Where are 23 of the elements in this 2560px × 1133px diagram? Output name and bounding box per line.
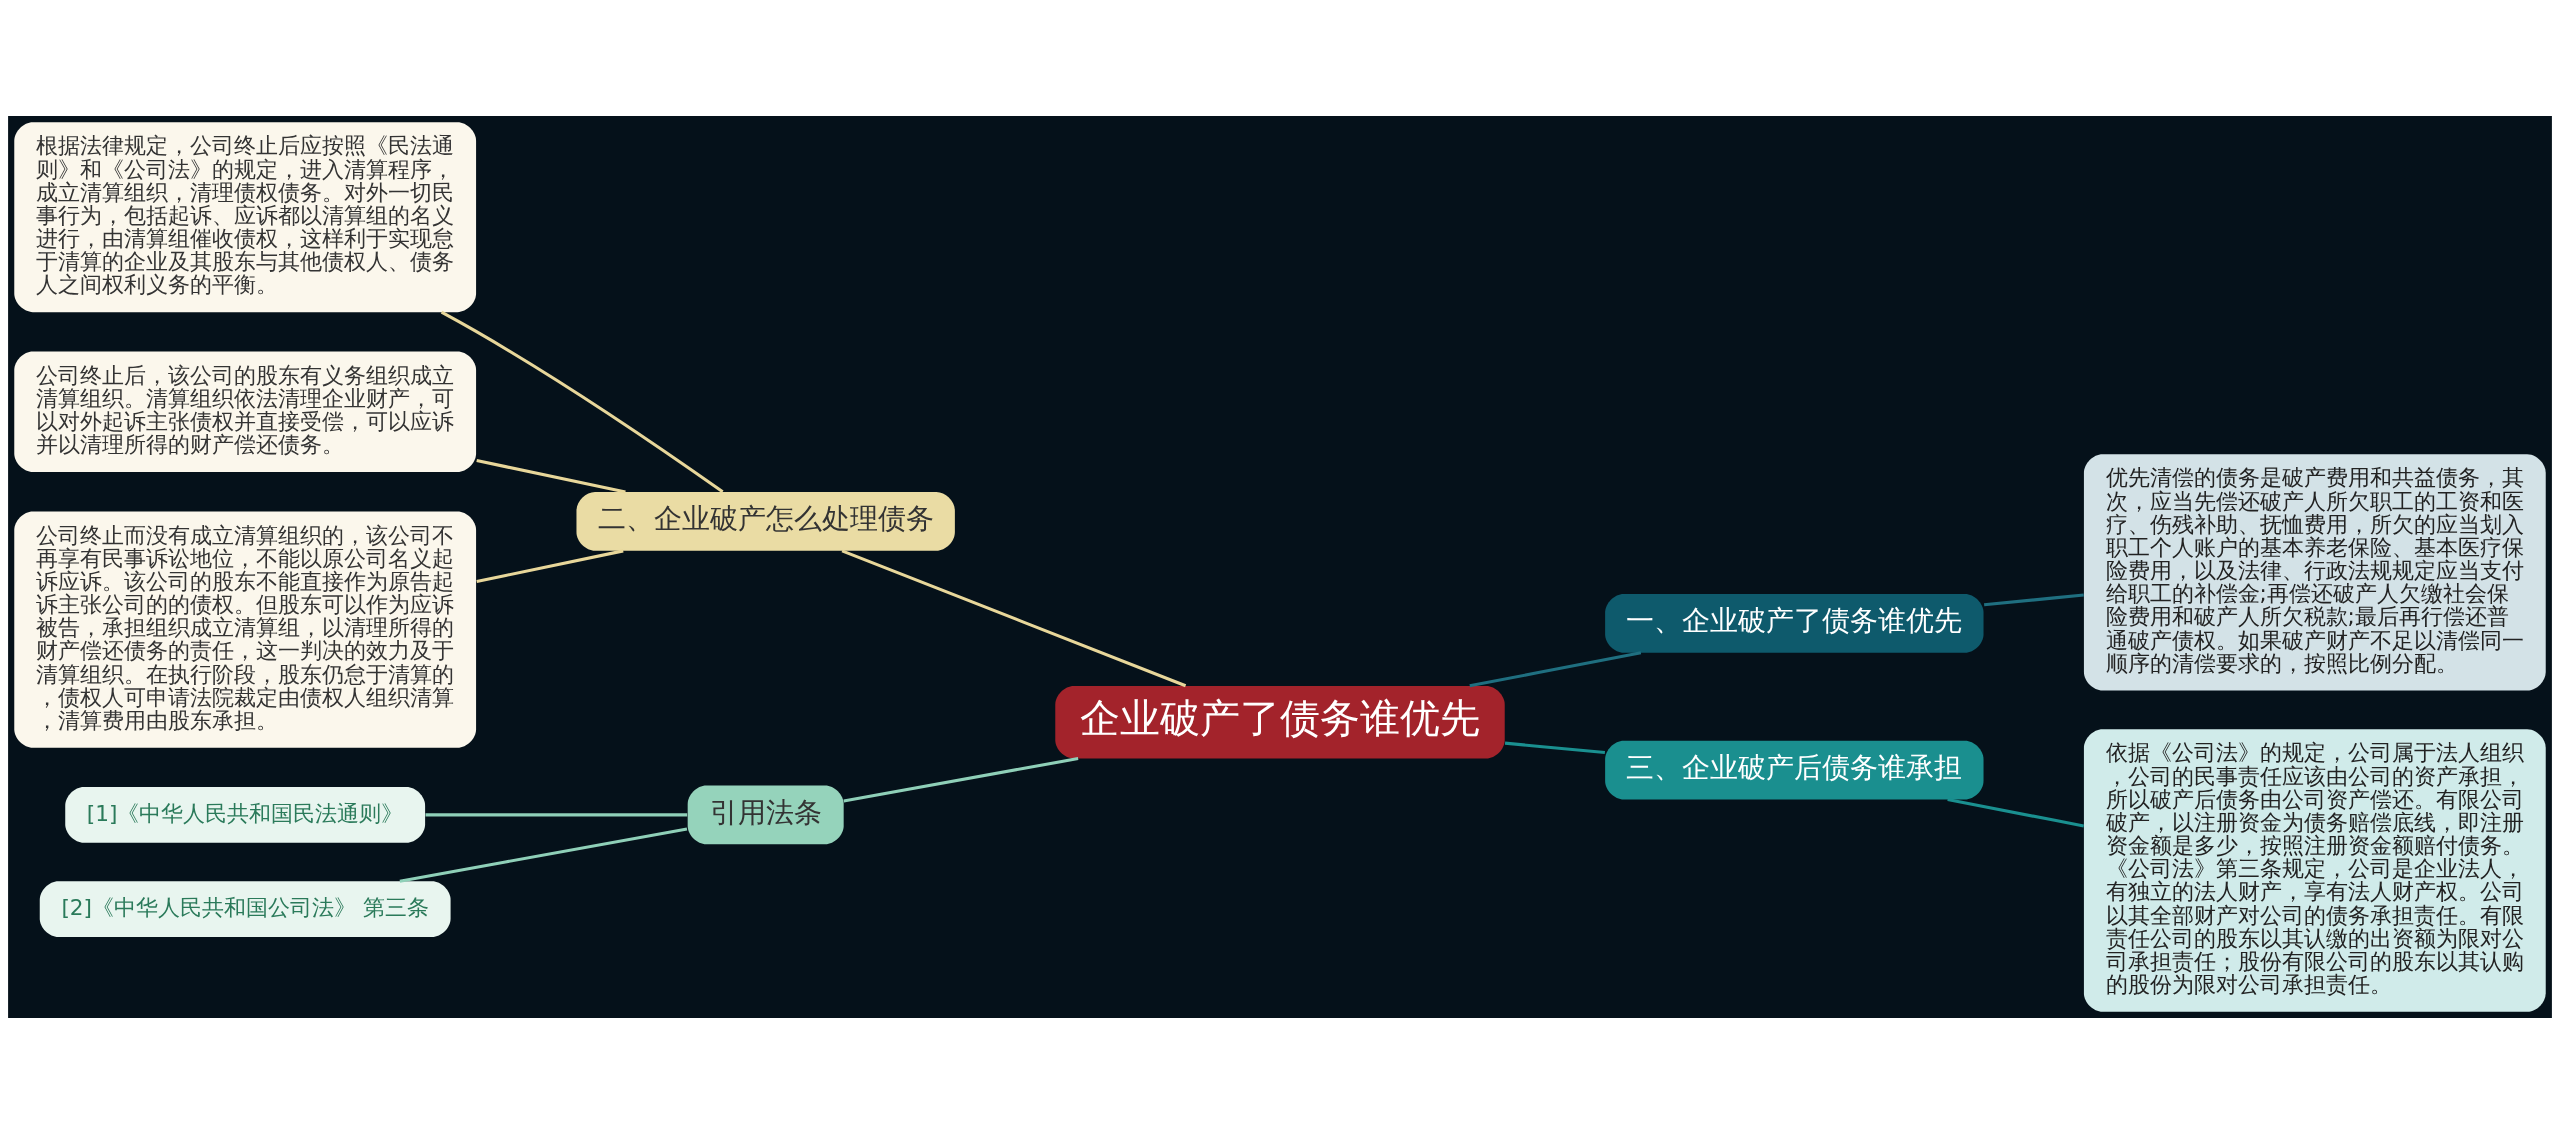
connector [1983,593,2084,606]
node-box: 依据《公司法》的规定，公司属于法人组织，公司的民事责任应该由公司的资产承担，所以破产后债务由公司资产偿还。有限公司破产，以注册资金为债务赔偿底线，即注册资金额是多少，按照注册资金额赔付债务。《公司法》第三条规定，公司是企业法人，有独立的法人财产，享有法人财产权。公司以其全部财产对公司的债务承担责任。有限责任公司的股东以其认缴的出资额为限对公司承担责任；股份有限公司的股东以其认购的股份为限对公司承担责任。 [2083,728,2546,1012]
node-box: 公司终止而没有成立清算组织的，该公司不再享有民事诉讼地位，不能以原公司名义起诉应诉。该公司的股东不能直接作为原告起诉主张公司的的债权。但股东可以作为应诉被告，承担组织成立清算组，以清理所得的财产偿还债务的责任，这一判决的效力及于清算组织。在执行阶段，股东仍怠于清算的，债权人可申请法院裁定由债权人组织清算，清算费用由股东承担。 [14,510,477,748]
node-box: 企业破产了债务谁优先 [1055,685,1505,758]
node-box: 引用法条 [687,785,844,844]
node-box: 一、企业破产了债务谁优先 [1605,593,1984,653]
node-box: 二、企业破产怎么处理债务 [576,491,955,551]
node-box: 根据法律规定，公司终止后应按照《民法通则》和《公司法》的规定，进入清算程序，成立清算组织，清理债权债务。对外一切民事行为，包括起诉、应诉都以清算组的名义进行，由清算组催收债权，这样利于实现怠于清算的企业及其股东与其他债权人、债务人之间权利义务的平衡。 [14,121,477,312]
connector [1504,741,1606,754]
connector [399,826,688,883]
connector [476,458,626,494]
node-box: 公司终止后，该公司的股东有义务组织成立清算组织。清算组织依法清理企业财产，可以对外起诉主张债权并直接受偿，可以应诉并以清理所得的财产偿还债务。 [14,351,477,472]
connector [440,310,724,493]
connector [843,756,1079,803]
connector [1947,797,2084,827]
node-box: 三、企业破产后债务谁承担 [1605,740,1984,799]
connector [841,548,1187,687]
node-box: [2]《中华人民共和国公司法》 第三条 [39,880,451,937]
node-box: [1]《中华人民共和国民法通则》 [65,786,426,843]
connector [476,548,624,583]
connector [1469,650,1642,687]
connector [425,812,688,816]
node-box: 优先清偿的债务是破产费用和共益债务，其次，应当先偿还破产人所欠职工的工资和医疗、伤残补助、抚恤费用，所欠的应当划入职工个人账户的基本养老保险、基本医疗保险费用，以及法律、行政法规规定应当支付给职工的补偿金;再偿还破产人欠缴社会保险费用和破产人所欠税款;最后再行偿还普通破产债权。如果破产财产不足以清偿同一顺序的清偿要求的，按照比例分配。 [2083,453,2546,691]
